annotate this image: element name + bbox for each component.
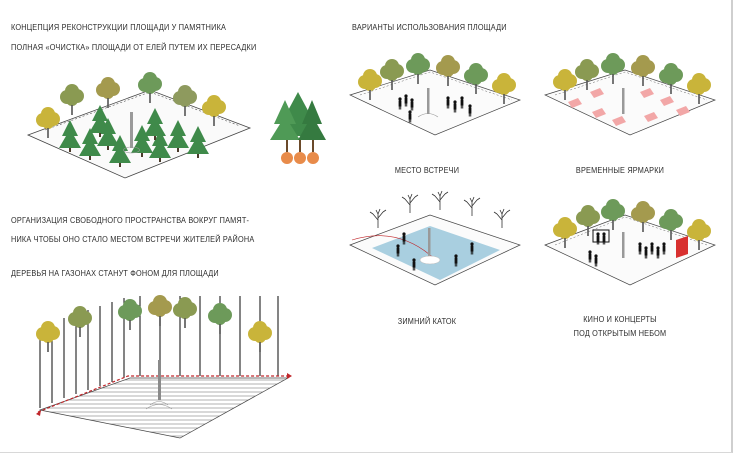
variant-rink-label: ЗИМНИЙ КАТОК: [397, 316, 457, 327]
organization-text-line1: ОРГАНИЗАЦИЯ СВОБОДНОГО ПРОСТРАНСТВА ВОКР…: [11, 215, 250, 226]
concert-screen: [676, 236, 688, 258]
variants-title: ВАРИАНТЫ ИСПОЛЬЗОВАНИЯ ПЛОЩАДИ: [352, 22, 507, 33]
variant-fair-label: ВРЕМЕННЫЕ ЯРМАРКИ: [575, 165, 665, 176]
concept-title: КОНЦЕПЦИЯ РЕКОНСТРУКЦИИ ПЛОЩАДИ У ПАМЯТН…: [11, 22, 227, 33]
trees-caption: ДЕРЕВЬЯ НА ГАЗОНАХ СТАНУТ ФОНОМ ДЛЯ ПЛОЩ…: [11, 268, 219, 279]
fair-tents: [568, 88, 690, 126]
variant-cinema-label-line1: КИНО И КОНЦЕРТЫ: [583, 314, 657, 325]
variant-fair-diagram: [544, 53, 717, 136]
variant-cinema-label-line2: ПОД ОТКРЫТЫМ НЕБОМ: [573, 328, 667, 339]
variant-meeting-diagram: [349, 53, 522, 136]
organization-text-line2: НИКА ЧТОБЫ ОНО СТАЛО МЕСТОМ ВСТРЕЧИ ЖИТЕ…: [11, 234, 255, 245]
variant-meeting-label: МЕСТО ВСТРЕЧИ: [394, 165, 460, 176]
concept-subtitle: ПОЛНАЯ «ОЧИСТКА» ПЛОЩАДИ ОТ ЕЛЕЙ ПУТЕМ И…: [11, 42, 257, 53]
variant-cinema-diagram: [544, 199, 716, 286]
variant-rink-diagram: [349, 190, 521, 286]
